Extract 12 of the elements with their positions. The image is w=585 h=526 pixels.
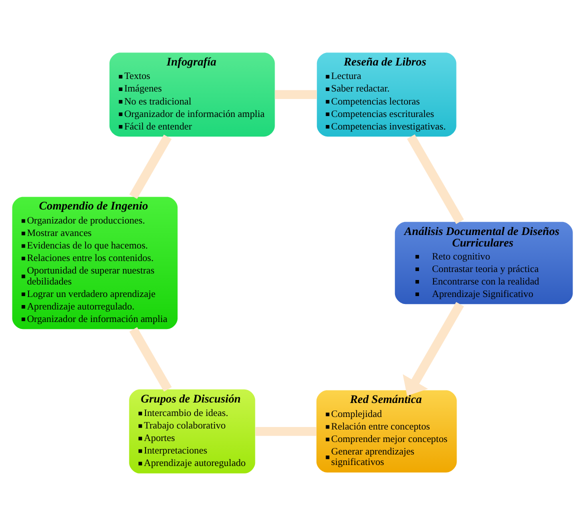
connector — [255, 426, 316, 436]
connector — [129, 134, 172, 199]
node-box: Reseña de Libros Lectura Saber redactar. Competencias lectoras Competencias escriturales Competencias investigativas. — [316, 52, 456, 137]
node-box: Grupos de Discusión Intercambio de ideas. Trabajo colaborativo Aportes Interpretaciones Aprendizaje autoregulado — [129, 389, 256, 474]
connector — [407, 134, 464, 224]
arrow — [402, 302, 464, 396]
node-box: Infografía Textos Imágenes No es tradicional Organizador de información amplia Fácil de entender — [109, 52, 275, 137]
node-box: Compendio de Ingenio Organizador de producciones. Mostrar avances Evidencias de lo que hacemos. Relaciones entre los contenidos. Oportunidad de superar nuestras debilidades Lograr un verdadero aprendizaje Aprendizaje autorregulado. Organizador de información amplia — [12, 196, 178, 330]
connector — [274, 90, 317, 100]
node-box: Red Semántica Complejidad Relación entre conceptos Comprender mejor conceptos Generar aprendizajes significativos — [316, 390, 457, 473]
connector — [129, 327, 172, 392]
node-box: Análisis Documental de Diseños Curriculares Reto cognitivo Contrastar teoria y práctica Encontrarse con la realidad Aprendizaje Significativo — [394, 222, 573, 304]
